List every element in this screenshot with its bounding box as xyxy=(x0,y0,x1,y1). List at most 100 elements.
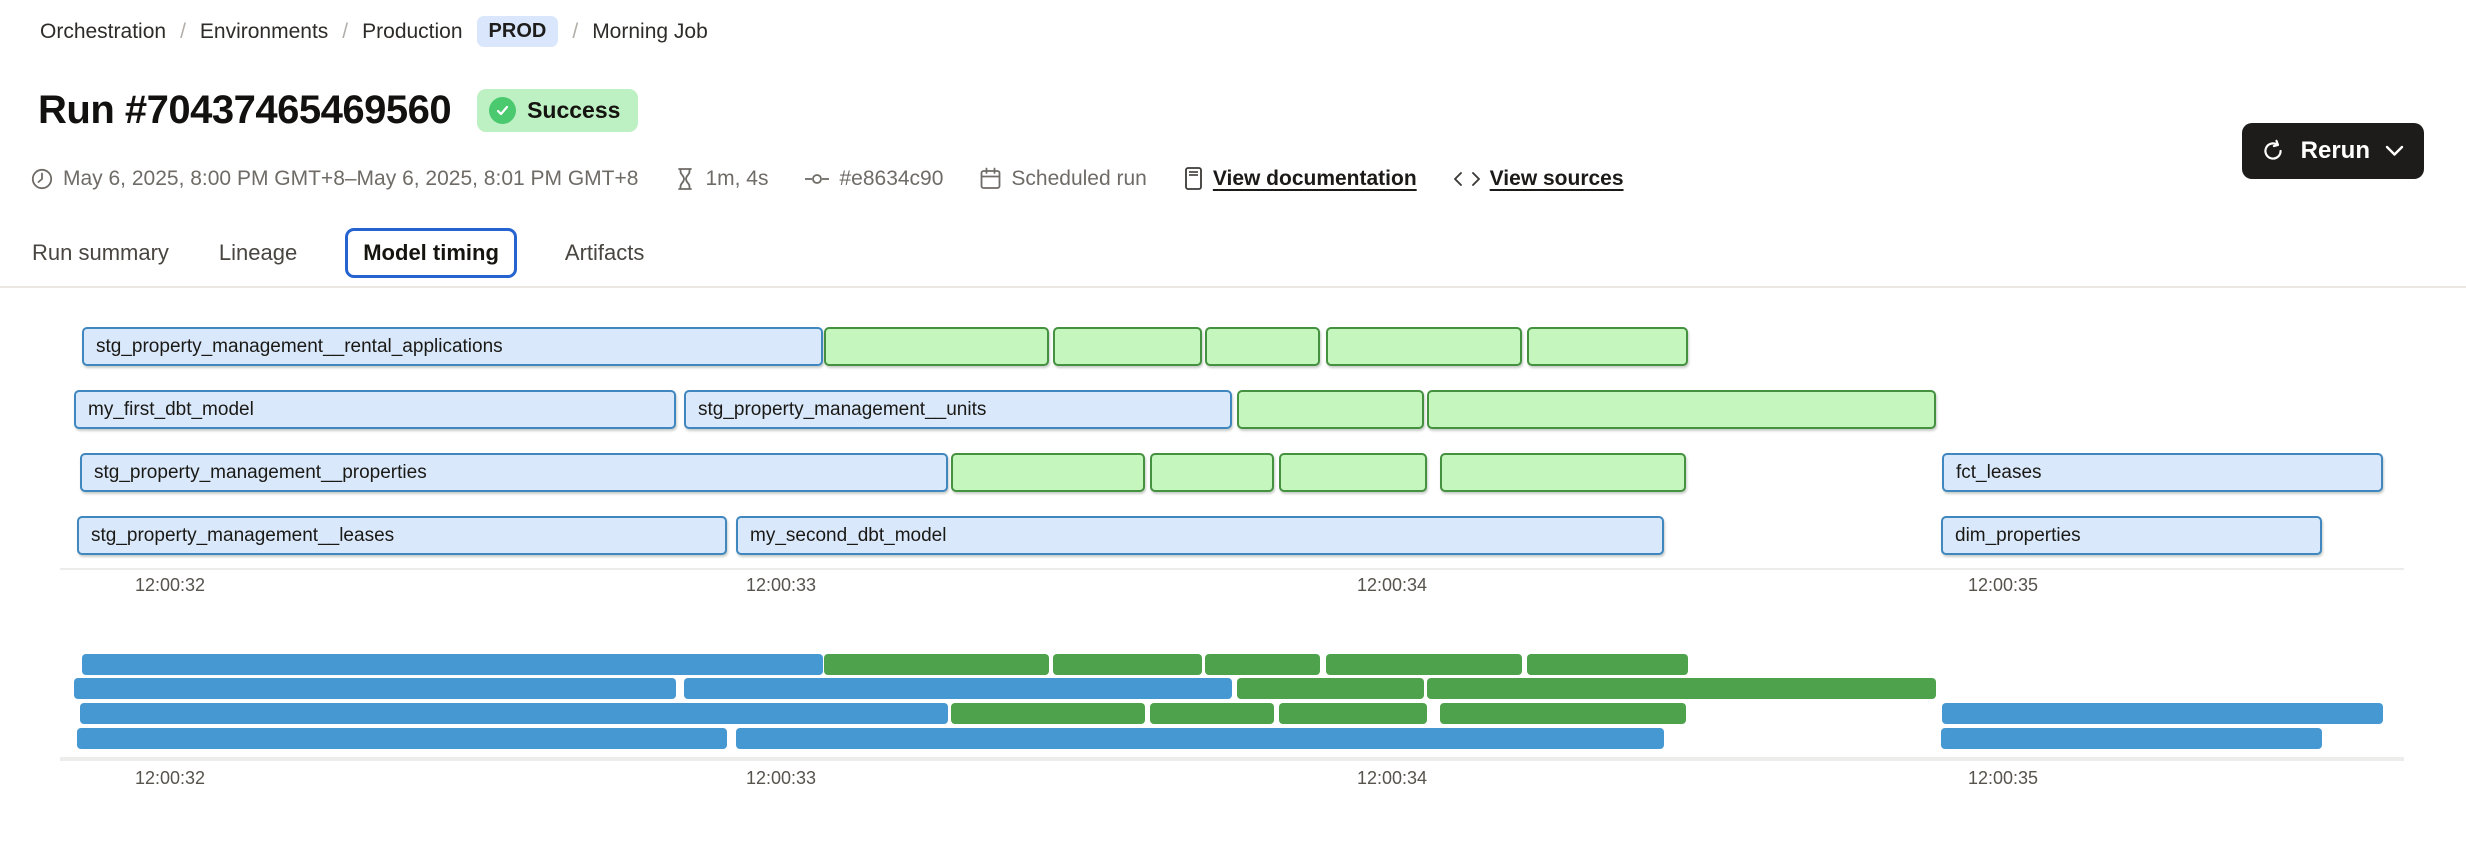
minimap-bar-my_second_dbt_model[interactable] xyxy=(736,728,1664,749)
axis-tick-label: 12:00:33 xyxy=(745,575,817,595)
gantt-bar-label: my_first_dbt_model xyxy=(88,398,254,420)
tab-artifacts[interactable]: Artifacts xyxy=(564,240,645,265)
gantt-bar-fct_leases[interactable]: fct_leases xyxy=(1942,453,2383,492)
model-timing-gantt: stg_property_management__rental_applicat… xyxy=(60,315,2460,600)
view-documentation: View documentation xyxy=(1183,166,1417,191)
title-row: Run #70437465469560 Success xyxy=(38,88,639,133)
success-check-icon xyxy=(489,97,517,124)
tab-run-summary[interactable]: Run summary xyxy=(32,240,169,265)
view-sources: View sources xyxy=(1453,167,1624,191)
gantt-bar-stg_property_management__properties[interactable]: stg_property_management__properties xyxy=(80,453,948,492)
gantt-bar-test[interactable] xyxy=(1150,453,1274,492)
page-title: Run #70437465469560 xyxy=(38,88,452,132)
gantt-bar-dim_properties[interactable]: dim_properties xyxy=(1941,516,2322,555)
environment-badge: PROD xyxy=(476,16,559,47)
axis-tick-label: 12:00:35 xyxy=(1967,575,2039,595)
breadcrumb: Orchestration / Environments / Productio… xyxy=(40,16,708,47)
minimap-bar-stg_property_management__properties[interactable] xyxy=(80,703,948,724)
view-documentation-link[interactable]: View documentation xyxy=(1212,166,1417,190)
gantt-bar-stg_property_management__units[interactable]: stg_property_management__units xyxy=(684,390,1232,429)
tab-model-timing[interactable]: Model timing xyxy=(345,228,517,278)
minimap-bar-test[interactable] xyxy=(1237,678,1424,699)
trigger-text: Scheduled run xyxy=(1011,166,1147,190)
breadcrumb-orchestration[interactable]: Orchestration xyxy=(40,19,167,43)
gantt-axis-line xyxy=(60,568,2404,570)
minimap-bar-test[interactable] xyxy=(1427,678,1936,699)
gantt-bar-test[interactable] xyxy=(824,327,1049,366)
duration: 1m, 4s xyxy=(674,167,768,191)
trigger: Scheduled run xyxy=(979,166,1147,191)
gantt-bar-my_second_dbt_model[interactable]: my_second_dbt_model xyxy=(736,516,1664,555)
gantt-bar-label: fct_leases xyxy=(1956,461,2042,483)
breadcrumb-environments[interactable]: Environments xyxy=(199,19,329,43)
tab-lineage[interactable]: Lineage xyxy=(218,240,298,265)
time-range: May 6, 2025, 8:00 PM GMT+8–May 6, 2025, … xyxy=(30,167,638,191)
gantt-bar-test[interactable] xyxy=(1326,327,1522,366)
minimap-bar-test[interactable] xyxy=(1527,654,1688,675)
duration-text: 1m, 4s xyxy=(705,166,769,190)
gantt-bar-label: stg_property_management__properties xyxy=(94,461,427,483)
gantt-bar-stg_property_management__rental_applications[interactable]: stg_property_management__rental_applicat… xyxy=(82,327,823,366)
minimap-bar-test[interactable] xyxy=(1205,654,1320,675)
gantt-bar-test[interactable] xyxy=(951,453,1145,492)
minimap-bar-dim_properties[interactable] xyxy=(1941,728,2322,749)
breadcrumb-separator: / xyxy=(342,19,349,43)
minimap-bar-test[interactable] xyxy=(824,654,1049,675)
run-tabs: Run summary Lineage Model timing Artifac… xyxy=(30,222,646,284)
view-sources-link[interactable]: View sources xyxy=(1489,166,1624,190)
gantt-bar-test[interactable] xyxy=(1205,327,1320,366)
axis-tick-label: 12:00:34 xyxy=(1356,575,1428,595)
clock-icon xyxy=(30,167,54,191)
gantt-bar-test[interactable] xyxy=(1237,390,1424,429)
gantt-bar-stg_property_management__leases[interactable]: stg_property_management__leases xyxy=(77,516,727,555)
gantt-bar-label: my_second_dbt_model xyxy=(750,524,947,546)
commit-text: #e8634c90 xyxy=(839,166,944,190)
chevron-down-icon[interactable] xyxy=(2385,145,2404,157)
gantt-bar-test[interactable] xyxy=(1279,453,1427,492)
gantt-bar-test[interactable] xyxy=(1527,327,1688,366)
document-icon xyxy=(1183,166,1204,191)
minimap-bar-test[interactable] xyxy=(1150,703,1274,724)
gantt-bar-label: stg_property_management__units xyxy=(698,398,987,420)
minimap-bar-test[interactable] xyxy=(1440,703,1686,724)
minimap-bar-stg_property_management__units[interactable] xyxy=(684,678,1232,699)
gantt-bar-my_first_dbt_model[interactable]: my_first_dbt_model xyxy=(74,390,676,429)
minimap-bar-test[interactable] xyxy=(1279,703,1427,724)
refresh-icon xyxy=(2260,138,2286,164)
gantt-bar-label: stg_property_management__rental_applicat… xyxy=(96,335,503,357)
axis-tick-label: 12:00:35 xyxy=(1967,768,2039,788)
commit-icon xyxy=(804,171,830,187)
time-range-text: May 6, 2025, 8:00 PM GMT+8–May 6, 2025, … xyxy=(63,166,639,190)
breadcrumb-separator: / xyxy=(180,19,186,43)
tabs-divider xyxy=(0,286,2466,288)
minimap-bar-stg_property_management__rental_applications[interactable] xyxy=(82,654,823,675)
breadcrumb-production[interactable]: Production xyxy=(362,19,463,43)
code-icon xyxy=(1453,169,1481,189)
timing-minimap[interactable]: 12:00:32 12:00:33 12:00:34 12:00:35 xyxy=(60,630,2460,810)
axis-tick-label: 12:00:32 xyxy=(134,768,206,788)
minimap-axis-line xyxy=(60,757,2404,761)
rerun-label: Rerun xyxy=(2300,137,2370,164)
minimap-bar-test[interactable] xyxy=(1053,654,1202,675)
commit: #e8634c90 xyxy=(804,167,943,191)
run-meta-row: May 6, 2025, 8:00 PM GMT+8–May 6, 2025, … xyxy=(30,166,1624,191)
axis-tick-label: 12:00:32 xyxy=(134,575,206,595)
rerun-button[interactable]: Rerun xyxy=(2241,123,2424,179)
breadcrumb-morning-job[interactable]: Morning Job xyxy=(592,19,708,43)
gantt-bar-test[interactable] xyxy=(1053,327,1202,366)
status-badge: Success xyxy=(477,89,639,132)
calendar-icon xyxy=(979,167,1002,191)
minimap-bar-fct_leases[interactable] xyxy=(1942,703,2383,724)
minimap-bar-my_first_dbt_model[interactable] xyxy=(74,678,676,699)
hourglass-icon xyxy=(674,167,696,191)
minimap-bar-stg_property_management__leases[interactable] xyxy=(77,728,727,749)
gantt-bar-test[interactable] xyxy=(1427,390,1936,429)
gantt-bar-test[interactable] xyxy=(1440,453,1686,492)
axis-tick-label: 12:00:33 xyxy=(745,768,817,788)
gantt-bar-label: dim_properties xyxy=(1955,524,2081,546)
gantt-bar-label: stg_property_management__leases xyxy=(91,524,395,546)
minimap-bar-test[interactable] xyxy=(1326,654,1522,675)
axis-tick-label: 12:00:34 xyxy=(1356,768,1428,788)
minimap-bar-test[interactable] xyxy=(951,703,1145,724)
